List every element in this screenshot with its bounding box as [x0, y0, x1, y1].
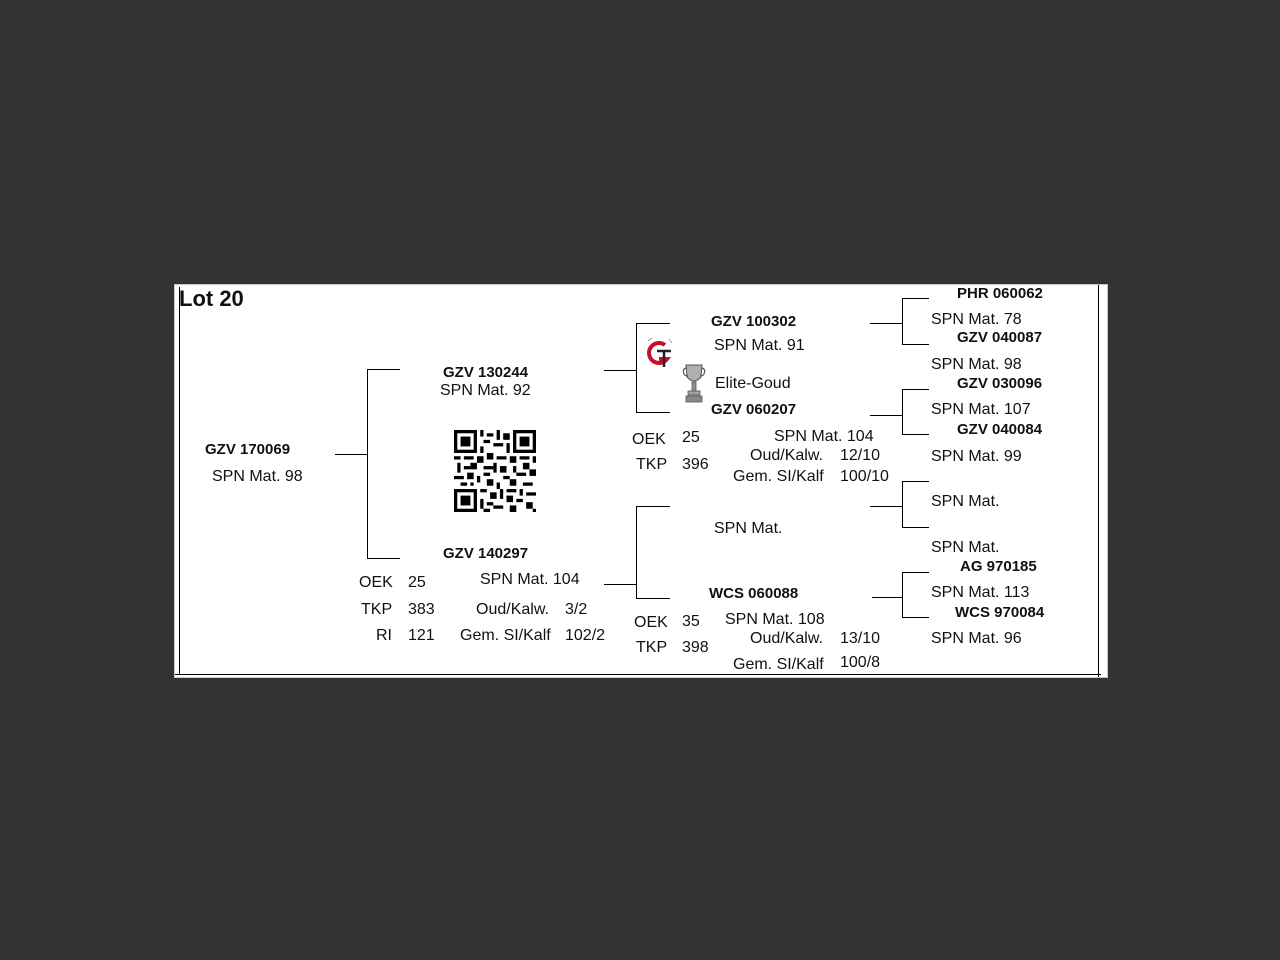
- left-border: [179, 287, 180, 675]
- ds-dam-spn: SPN Mat.: [931, 539, 1000, 556]
- sire-dam-tkp: 396: [682, 456, 709, 473]
- connector: [604, 370, 637, 371]
- ss-sire-spn: SPN Mat. 78: [931, 311, 1022, 328]
- dam-dam-oud: 13/10: [840, 630, 881, 647]
- sire-id: GZV 130244: [443, 364, 529, 381]
- dam-dam-spn: SPN Mat. 108: [725, 611, 825, 628]
- dam-dam-tkp-label: TKP: [636, 639, 668, 656]
- dam-tkp: 383: [408, 601, 435, 618]
- connector: [902, 434, 929, 435]
- connector: [902, 481, 903, 528]
- dam-oud-label: Oud/Kalw.: [476, 601, 549, 618]
- connector: [902, 572, 903, 618]
- connector: [902, 617, 929, 618]
- ss-dam-spn: SPN Mat. 98: [931, 356, 1022, 373]
- dam-ri-label: RI: [376, 627, 392, 644]
- dam-spn: SPN Mat. 104: [480, 571, 580, 588]
- connector: [367, 369, 400, 370]
- dam-dam-oek-label: OEK: [634, 614, 668, 631]
- connector: [870, 323, 903, 324]
- dd-dam-spn: SPN Mat. 96: [931, 630, 1022, 647]
- dam-dam-oek: 35: [682, 613, 700, 630]
- connector: [902, 572, 929, 573]
- connector: [902, 344, 929, 345]
- dam-oek: 25: [408, 574, 426, 591]
- dam-oek-label: OEK: [359, 574, 393, 591]
- connector: [636, 323, 637, 413]
- trophy-icon: [682, 364, 706, 403]
- dam-oud: 3/2: [565, 601, 588, 618]
- sd-sire-spn: SPN Mat. 107: [931, 401, 1031, 418]
- pedigree-document: Lot 20 GZV 170069 SPN Mat. 98 GZV 130244…: [174, 284, 1108, 678]
- dam-dam-oud-label: Oud/Kalw.: [750, 630, 823, 647]
- gt-logo-icon: [647, 337, 673, 367]
- sire-dam-id: GZV 060207: [711, 401, 797, 418]
- connector: [902, 298, 903, 345]
- connector: [902, 481, 929, 482]
- connector: [335, 454, 368, 455]
- connector: [902, 527, 929, 528]
- sire-dam-oud: 12/10: [840, 447, 881, 464]
- dam-tkp-label: TKP: [361, 601, 393, 618]
- dam-dam-id: WCS 060088: [709, 585, 799, 602]
- connector: [870, 506, 903, 507]
- sire-dam-award: Elite-Goud: [715, 375, 791, 392]
- connector: [872, 597, 903, 598]
- sd-sire-id: GZV 030096: [957, 375, 1043, 392]
- sire-dam-gem-label: Gem. SI/Kalf: [733, 468, 824, 485]
- dd-sire-spn: SPN Mat. 113: [931, 584, 1030, 601]
- subject-spn: SPN Mat. 98: [212, 468, 303, 485]
- dam-sire-spn: SPN Mat.: [714, 520, 783, 537]
- connector: [636, 506, 637, 599]
- sd-dam-id: GZV 040084: [957, 421, 1043, 438]
- sire-dam-spn: SPN Mat. 104: [774, 428, 874, 445]
- dam-dam-tkp: 398: [682, 639, 709, 656]
- sire-spn: SPN Mat. 92: [440, 382, 531, 399]
- dd-sire-id: AG 970185: [960, 558, 1037, 575]
- bottom-border: [175, 674, 1101, 675]
- connector: [636, 412, 670, 413]
- connector: [636, 323, 670, 324]
- sire-sire-id: GZV 100302: [711, 313, 797, 330]
- connector: [367, 558, 400, 559]
- sire-dam-oek: 25: [682, 429, 700, 446]
- dd-dam-id: WCS 970084: [955, 604, 1045, 621]
- dam-id: GZV 140297: [443, 545, 529, 562]
- sire-dam-oek-label: OEK: [632, 431, 666, 448]
- connector: [367, 369, 368, 559]
- connector: [636, 506, 670, 507]
- ss-dam-id: GZV 040087: [957, 329, 1043, 346]
- connector: [902, 389, 929, 390]
- dam-gem: 102/2: [565, 627, 606, 644]
- connector: [636, 598, 670, 599]
- ds-sire-spn: SPN Mat.: [931, 493, 1000, 510]
- right-border: [1098, 285, 1099, 677]
- ss-sire-id: PHR 060062: [957, 285, 1043, 302]
- connector: [604, 584, 637, 585]
- connector: [870, 415, 903, 416]
- sire-dam-tkp-label: TKP: [636, 456, 668, 473]
- sd-dam-spn: SPN Mat. 99: [931, 448, 1022, 465]
- connector: [902, 389, 903, 435]
- connector: [902, 298, 929, 299]
- dam-ri: 121: [408, 627, 435, 644]
- qr-code-icon: [454, 430, 536, 512]
- dam-dam-gem: 100/8: [840, 654, 881, 671]
- lot-title: Lot 20: [179, 286, 244, 311]
- dam-dam-gem-label: Gem. SI/Kalf: [733, 656, 824, 673]
- sire-dam-oud-label: Oud/Kalw.: [750, 447, 823, 464]
- sire-sire-spn: SPN Mat. 91: [714, 337, 805, 354]
- subject-id: GZV 170069: [205, 441, 291, 458]
- sire-dam-gem: 100/10: [840, 468, 889, 485]
- dam-gem-label: Gem. SI/Kalf: [460, 627, 551, 644]
